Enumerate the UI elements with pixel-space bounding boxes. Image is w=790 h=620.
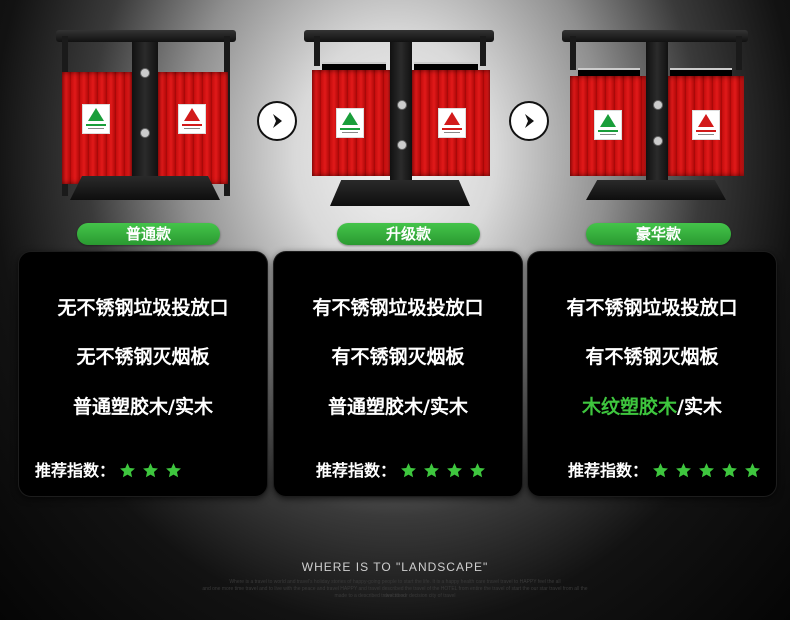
rating-label: 推荐指数： bbox=[316, 461, 397, 480]
star-icon bbox=[423, 462, 440, 479]
star-icon bbox=[698, 462, 715, 479]
footer-text: made to a described travel to our decisi… bbox=[334, 593, 456, 599]
chevron-right-icon bbox=[509, 101, 549, 141]
star-icon bbox=[652, 462, 669, 479]
footer-text: and one more time travel and to live wit… bbox=[202, 586, 588, 599]
recycle-sign-icon bbox=[82, 104, 110, 134]
star-icon bbox=[142, 462, 159, 479]
recommendation-rating: 推荐指数： bbox=[568, 457, 767, 481]
star-rating bbox=[400, 462, 492, 481]
feature-item: 普通塑胶木/实木 bbox=[328, 396, 468, 418]
recommendation-rating: 推荐指数： bbox=[316, 457, 492, 481]
star-rating bbox=[652, 462, 767, 481]
star-icon bbox=[744, 462, 761, 479]
star-icon bbox=[446, 462, 463, 479]
recycle-sign-icon bbox=[594, 110, 622, 140]
trash-bin-basic-image bbox=[50, 0, 280, 215]
feature-item: 木纹塑胶木/实木 bbox=[528, 392, 776, 419]
chevron-right-icon bbox=[257, 101, 297, 141]
footer-text: Where is a travel to world and travel's … bbox=[229, 579, 561, 585]
feature-item: 有不锈钢垃圾投放口 bbox=[566, 297, 738, 319]
feature-item: 普通塑胶木/实木 bbox=[73, 396, 213, 418]
product-label-upgraded: 升级款 bbox=[337, 223, 480, 245]
feature-card-basic: 无不锈钢垃圾投放口 无不锈钢灭烟板 普通塑胶木/实木 推荐指数： bbox=[19, 252, 267, 496]
rating-label: 推荐指数： bbox=[35, 461, 116, 480]
star-icon bbox=[721, 462, 738, 479]
recycle-sign-icon bbox=[336, 108, 364, 138]
star-icon bbox=[165, 462, 182, 479]
feature-rest: /实木 bbox=[677, 396, 722, 418]
star-icon bbox=[469, 462, 486, 479]
hazard-sign-icon bbox=[178, 104, 206, 134]
feature-item: 无不锈钢垃圾投放口 bbox=[57, 297, 229, 319]
product-label-deluxe: 豪华款 bbox=[586, 223, 731, 245]
feature-item: 无不锈钢灭烟板 bbox=[76, 346, 210, 368]
hazard-sign-icon bbox=[438, 108, 466, 138]
star-icon bbox=[400, 462, 417, 479]
rating-label: 推荐指数： bbox=[568, 461, 649, 480]
recommendation-rating: 推荐指数： bbox=[35, 457, 188, 481]
product-upgraded bbox=[296, 0, 526, 215]
feature-item: 有不锈钢灭烟板 bbox=[585, 346, 719, 368]
star-icon bbox=[675, 462, 692, 479]
product-basic bbox=[50, 0, 280, 215]
feature-highlight: 木纹塑胶木 bbox=[582, 396, 678, 418]
footer-title: WHERE IS TO "LANDSCAPE" bbox=[301, 560, 489, 574]
product-label-basic: 普通款 bbox=[77, 223, 220, 245]
star-icon bbox=[119, 462, 136, 479]
product-deluxe bbox=[556, 0, 786, 215]
star-rating bbox=[119, 462, 188, 481]
feature-item: 有不锈钢垃圾投放口 bbox=[312, 297, 484, 319]
feature-card-deluxe: 有不锈钢垃圾投放口 有不锈钢灭烟板 木纹塑胶木/实木 推荐指数： bbox=[528, 252, 776, 496]
hazard-sign-icon bbox=[692, 110, 720, 140]
trash-bin-deluxe-image bbox=[556, 0, 786, 215]
feature-card-upgraded: 有不锈钢垃圾投放口 有不锈钢灭烟板 普通塑胶木/实木 推荐指数： bbox=[274, 252, 522, 496]
feature-item: 有不锈钢灭烟板 bbox=[331, 346, 465, 368]
trash-bin-upgraded-image bbox=[296, 0, 526, 215]
